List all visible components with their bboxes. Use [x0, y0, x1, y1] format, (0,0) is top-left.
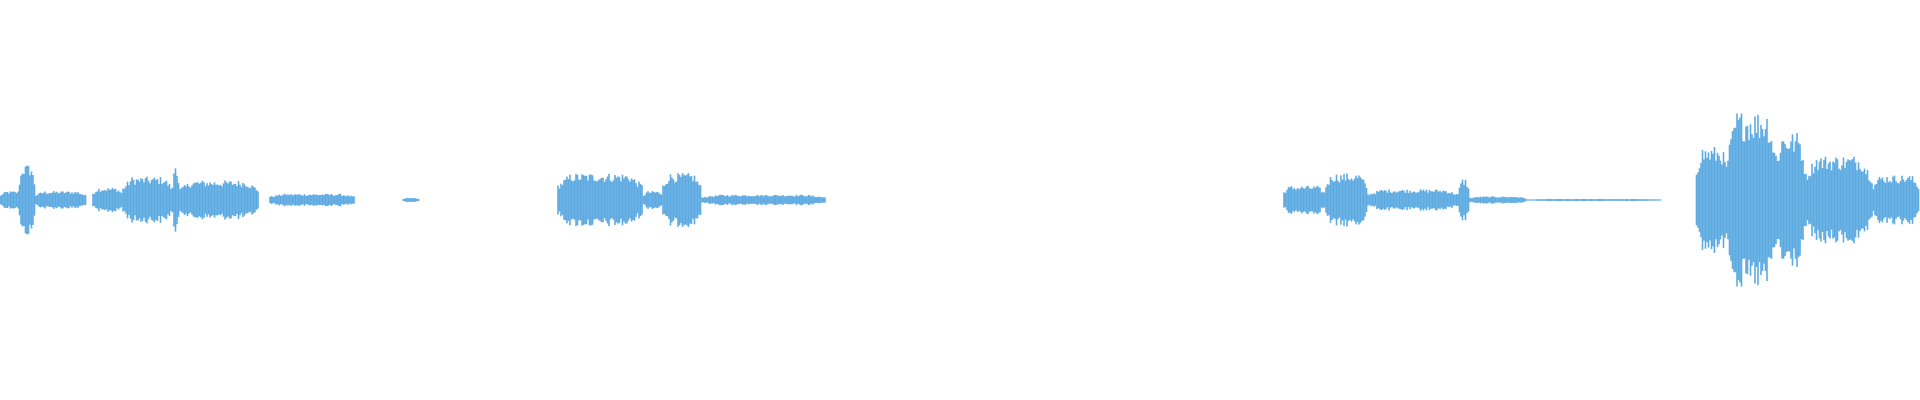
waveform-bars	[0, 113, 1920, 287]
